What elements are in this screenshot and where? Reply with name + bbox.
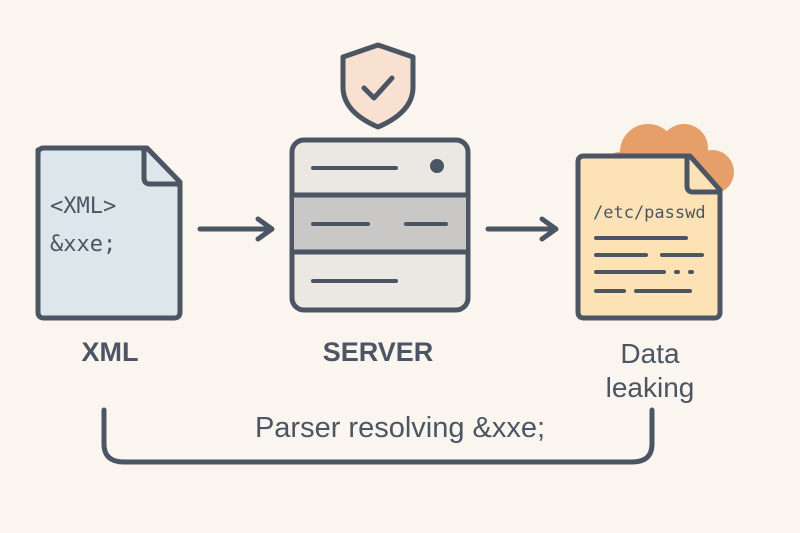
xml-document-icon	[35, 145, 183, 321]
xml-label: XML	[81, 337, 139, 367]
xml-doc-line-2: &xxe;	[50, 232, 117, 257]
parser-bracket	[101, 407, 655, 465]
data-document-icon	[575, 153, 723, 321]
server-icon	[289, 137, 471, 313]
data-lines	[594, 236, 704, 293]
data-leaking-line-1: Data	[620, 338, 680, 369]
parser-label: Parser resolving &xxe;	[254, 412, 546, 444]
arrow-server-to-data	[485, 216, 559, 242]
data-leaking-line-2: leaking	[605, 372, 695, 403]
data-leaking-label: Data leaking	[570, 337, 730, 405]
data-doc-filename: /etc/passwd	[593, 203, 706, 223]
xml-doc-line-1: <XML>	[50, 194, 117, 219]
server-label: SERVER	[322, 337, 434, 367]
arrow-xml-to-server	[197, 216, 275, 242]
shield-check-icon	[340, 42, 416, 130]
